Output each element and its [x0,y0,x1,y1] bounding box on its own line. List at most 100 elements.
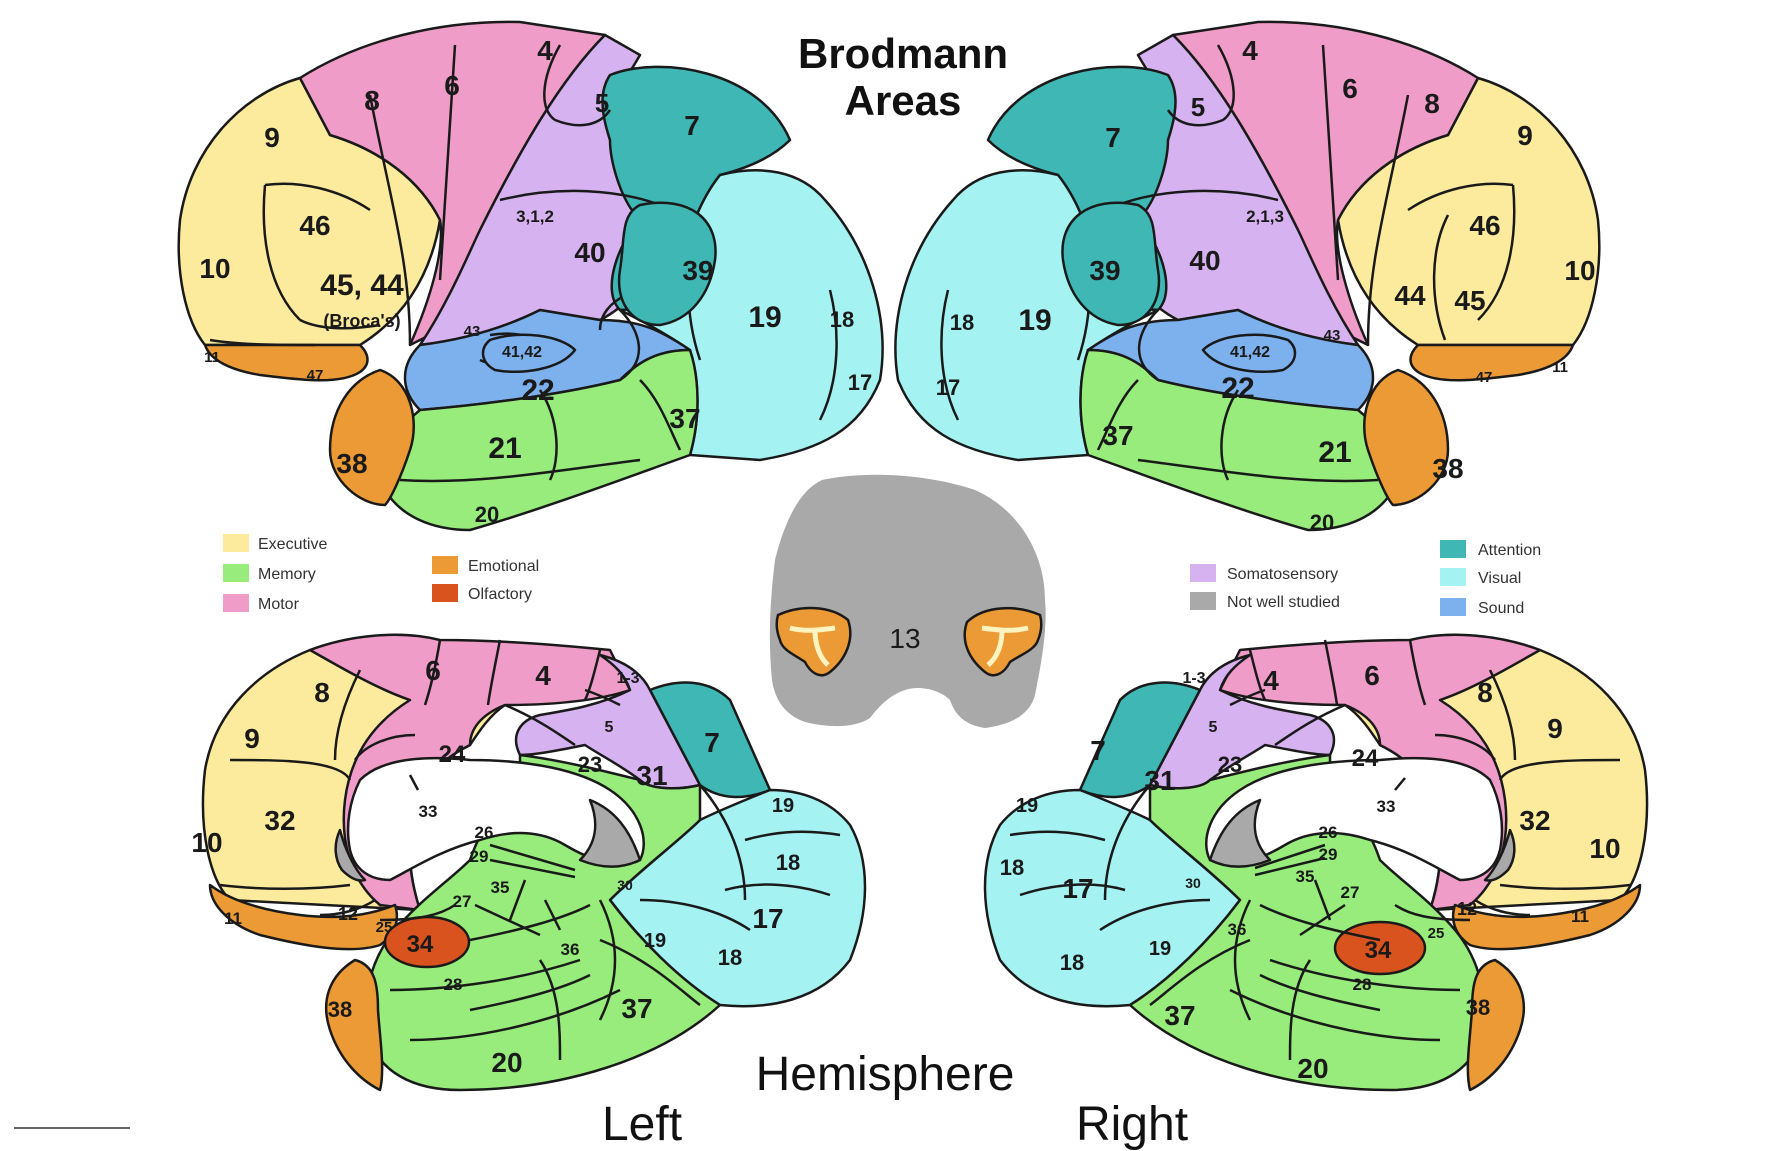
right-med-label-18: 18 [1000,855,1024,880]
left-lateral-hemisphere: 4 6 8 9 10 46 45, 44 (Broca's) 11 47 5 7… [177,20,884,532]
right-lat-label-37: 37 [1102,420,1133,451]
right-lat-label-5: 5 [1191,92,1205,122]
right-med-label-25: 25 [1428,925,1445,942]
left-lat-label-40: 40 [574,237,605,268]
insula-left-highlight [789,625,836,667]
left-lat-label-21: 21 [488,432,521,465]
right-med-label-11: 11 [1571,907,1589,926]
right-med-label-38: 38 [1466,995,1490,1020]
left-med-label-38: 38 [328,997,352,1022]
right-med-label-7: 7 [1090,735,1106,766]
right-med-label-28: 28 [1353,975,1372,994]
left-lat-label-4142: 41,42 [502,344,542,361]
right-med-label-6: 6 [1364,660,1380,691]
legend-label-olfactory: Olfactory [468,586,532,603]
left-lat-label-6: 6 [444,70,460,101]
right-med-label-32: 32 [1519,805,1550,836]
left-lat-label-10: 10 [199,253,230,284]
right-med-boundary-lines [1009,639,1631,1061]
left-med-label-37: 37 [621,993,652,1024]
right-med-label-17: 17 [1062,873,1093,904]
insula-left-emotional [775,606,852,677]
left-med-label-19: 19 [772,795,794,817]
left-med-label-35: 35 [491,878,510,897]
left-lat-label-17: 17 [848,370,872,395]
diagram-title-line2: Areas [845,77,962,124]
right-med-label-5: 5 [1209,719,1218,736]
right-lat-region-emotional [1363,343,1575,507]
right-lat-label-11: 11 [1552,359,1568,376]
right-med-label-18b: 18 [1060,950,1084,975]
right-med-label-1-3: 1-3 [1182,670,1205,687]
left-lat-label-39: 39 [682,255,713,286]
right-med-label-23: 23 [1218,752,1242,777]
right-lat-label-40: 40 [1189,245,1220,276]
right-medial-hemisphere: 1-3 4 6 8 5 7 9 24 31 23 19 33 32 10 18 … [983,633,1649,1092]
right-lat-label-4: 4 [1242,35,1258,66]
right-lat-area-39 [1061,201,1161,327]
right-lat-label-22: 22 [1221,372,1254,405]
right-med-label-8: 8 [1477,677,1493,708]
left-med-label-30: 30 [617,877,633,893]
left-med-label-1-3: 1-3 [616,670,639,687]
left-lat-label-22: 22 [521,374,554,407]
legend-swatch-attention [1440,540,1466,558]
left-med-label-10: 10 [191,827,222,858]
left-lat-label-38: 38 [336,448,367,479]
left-med-label-26: 26 [475,823,494,842]
right-lat-label-46: 46 [1469,210,1500,241]
left-med-label-36: 36 [561,940,580,959]
left-lat-label-312: 3,1,2 [516,207,554,226]
right-lat-label-39: 39 [1089,255,1120,286]
right-med-label-4: 4 [1263,665,1279,696]
legend-label-somatosensory: Somatosensory [1227,566,1338,583]
left-med-label-20: 20 [491,1047,522,1078]
left-med-label-34: 34 [407,931,434,958]
insula-label-13: 13 [889,623,920,654]
right-med-label-29: 29 [1319,845,1338,864]
right-med-label-31: 31 [1144,765,1175,796]
legend-label-memory: Memory [258,566,316,583]
legend-label-not-well-studied: Not well studied [1227,594,1340,611]
left-medial-hemisphere: 6 4 1-3 8 5 7 9 24 31 23 32 33 10 26 29 … [191,633,867,1092]
right-lat-label-20: 20 [1310,510,1334,535]
caption-left: Left [602,1098,682,1151]
right-lateral-hemisphere: 4 6 8 9 5 7 2,1,3 46 10 39 40 44 45 18 1… [894,20,1601,535]
caption-hemisphere: Hemisphere [756,1048,1015,1101]
legend-swatch-emotional [432,556,458,574]
right-med-label-26: 26 [1319,823,1338,842]
left-med-label-7: 7 [704,727,720,758]
legend-label-executive: Executive [258,536,327,553]
left-lat-area-39 [617,201,717,327]
left-lat-label-45-44: 45, 44 [320,269,404,302]
right-lat-label-213: 2,1,3 [1246,207,1284,226]
left-lat-label-19: 19 [748,301,781,334]
legend-swatch-somatosensory [1190,564,1216,582]
right-lat-label-19: 19 [1018,304,1051,337]
right-lat-label-18: 18 [950,310,974,335]
insula-gray-section [769,474,1046,728]
left-lat-label-9: 9 [264,122,280,153]
right-med-label-20: 20 [1297,1053,1328,1084]
right-lat-label-43: 43 [1324,327,1341,344]
right-med-label-34: 34 [1365,937,1392,964]
legend-label-sound: Sound [1478,600,1524,617]
left-lat-region-emotional [203,343,415,507]
left-med-label-32: 32 [264,805,295,836]
right-med-label-27: 27 [1341,883,1360,902]
right-lat-label-7: 7 [1105,122,1121,153]
left-med-label-24: 24 [439,741,466,768]
legend-label-emotional: Emotional [468,558,539,575]
legend-label-motor: Motor [258,596,300,613]
left-lat-label-11: 11 [204,349,220,366]
insula-right-highlight [981,625,1029,667]
right-lat-label-10: 10 [1564,255,1595,286]
right-lat-label-45: 45 [1454,285,1485,316]
left-med-label-4: 4 [535,660,551,691]
left-lat-label-46: 46 [299,210,330,241]
left-lat-label-43: 43 [464,323,481,340]
left-med-label-19b: 19 [644,930,666,952]
left-lat-label-47: 47 [307,367,324,384]
left-lat-label-20: 20 [475,502,499,527]
